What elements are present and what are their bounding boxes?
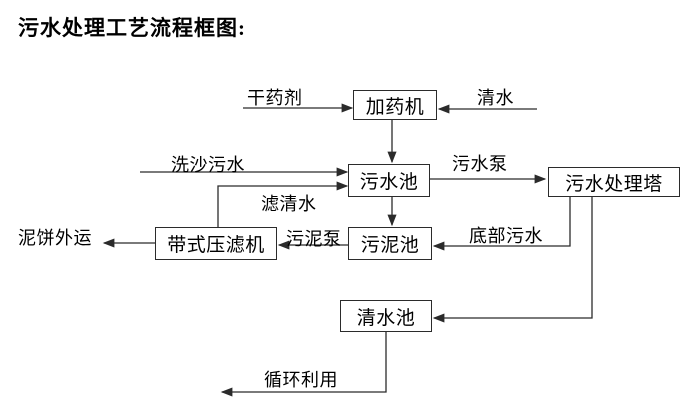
node-sewage-pool: 污水池 <box>348 164 430 197</box>
node-dosing-machine-label: 加药机 <box>365 96 425 118</box>
label-filtered-water: 滤清水 <box>261 194 317 214</box>
edge-tower-to-clean-line <box>432 197 593 323</box>
label-sand-wash-sewage: 洗沙污水 <box>171 155 245 175</box>
node-sludge-pool: 污泥池 <box>348 227 432 260</box>
label-sewage-pump: 污水泵 <box>452 154 508 174</box>
diagram-title: 污水处理工艺流程框图: <box>18 16 246 40</box>
node-treatment-tower-label: 污水处理塔 <box>565 173 663 195</box>
node-clean-water-pool-label: 清水池 <box>356 307 416 329</box>
node-dosing-machine: 加药机 <box>353 90 437 120</box>
label-mud-cake-out: 泥饼外运 <box>18 228 92 248</box>
label-clean-water: 清水 <box>477 88 514 108</box>
node-treatment-tower: 污水处理塔 <box>548 167 680 197</box>
label-sludge-pump: 污泥泵 <box>286 229 342 249</box>
node-sewage-pool-label: 污水池 <box>359 172 419 193</box>
label-recycle-use: 循环利用 <box>264 370 338 390</box>
node-belt-filter-press: 带式压滤机 <box>155 227 277 260</box>
edge-filtered-water-line <box>217 181 349 227</box>
node-clean-water-pool: 清水池 <box>340 300 432 332</box>
edge-recycle-line <box>220 332 387 397</box>
node-sludge-pool-label: 污泥池 <box>360 235 420 256</box>
label-dry-chemical: 干药剂 <box>247 88 303 108</box>
label-bottom-sewage: 底部污水 <box>469 226 543 246</box>
node-belt-filter-press-label: 带式压滤机 <box>167 235 265 256</box>
edge-bottom-sewage-line <box>432 197 571 251</box>
